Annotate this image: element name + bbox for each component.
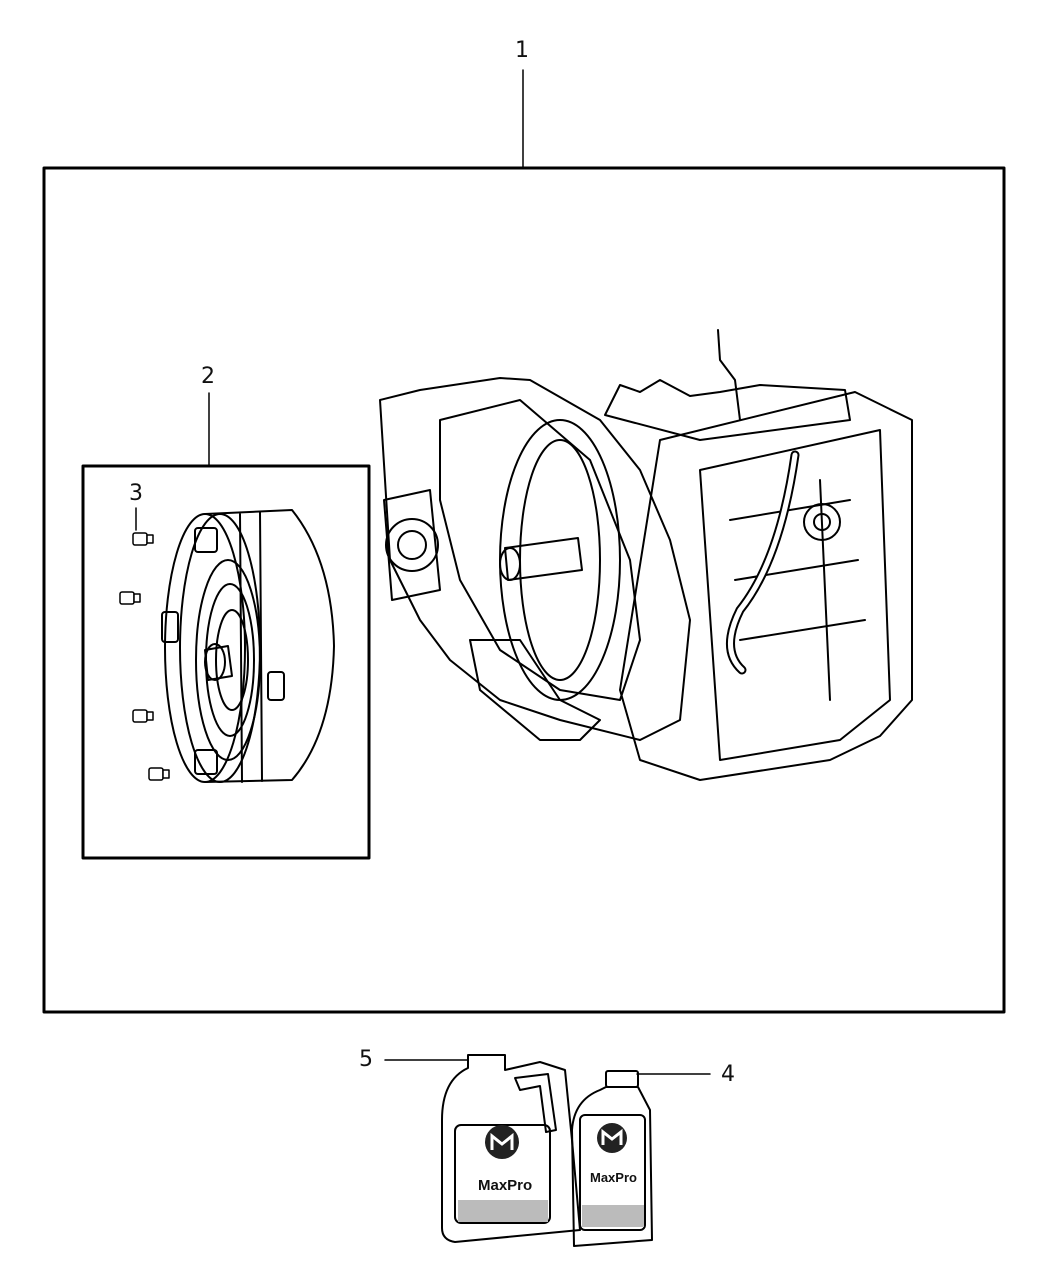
callout-2: 2 [201,364,215,389]
assembly-frame [42,166,1006,1014]
jug-large-label: MaxPro [478,1177,532,1194]
mopar-logo-icon [485,1125,519,1159]
callout-1: 1 [515,38,529,63]
fluid-bottle-icon [571,1070,653,1247]
transmission-assembly-icon [379,329,913,781]
mopar-logo-icon [597,1123,627,1153]
callout-3: 3 [129,481,143,506]
converter-frame [81,464,371,860]
bolt-icon [119,532,170,781]
torque-converter-icon [161,509,335,783]
callout-5: 5 [359,1047,373,1072]
jug-small-label: MaxPro [590,1170,637,1185]
callout-4: 4 [721,1062,735,1087]
